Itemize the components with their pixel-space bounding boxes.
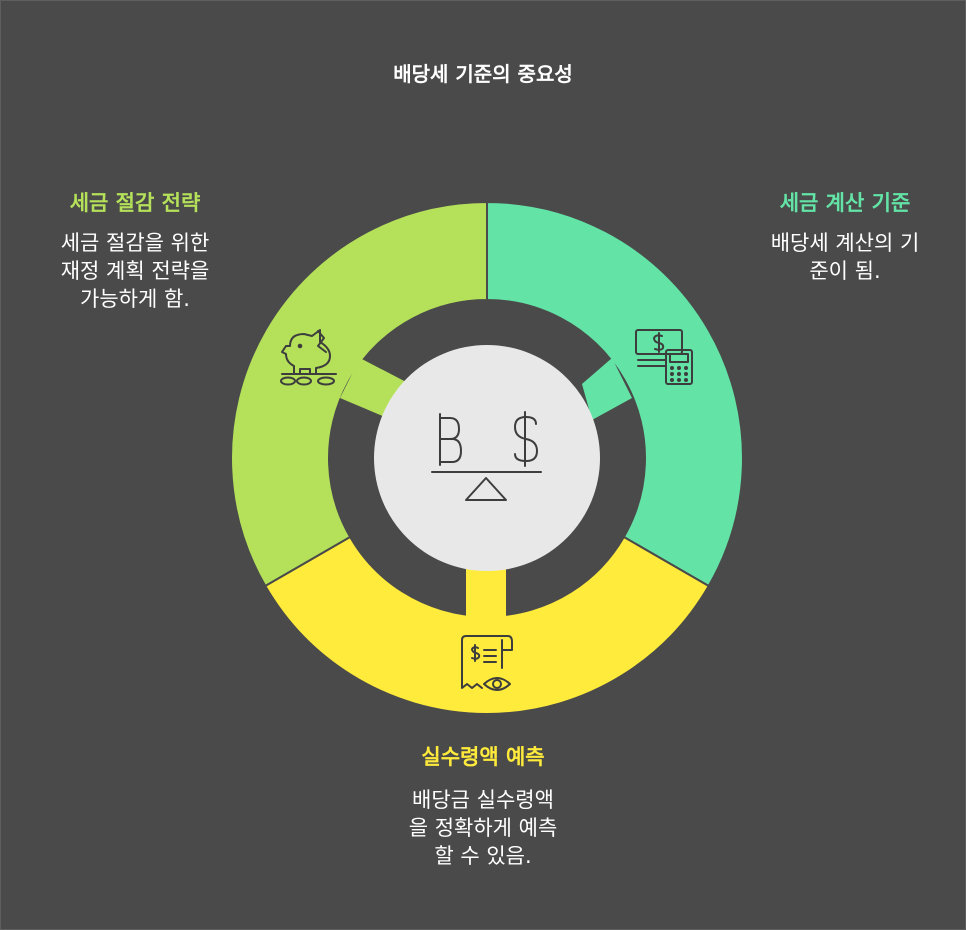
segment-title-net-income: 실수령액 예측: [421, 745, 545, 769]
segment-title-tax-saving: 세금 절감 전략: [69, 191, 201, 215]
connector-right: [582, 358, 632, 420]
receipt-eye-icon: [461, 635, 513, 691]
segment-title-tax-calculation: 세금 계산 기준: [779, 191, 911, 215]
piggy-bank-coins-icon: [280, 329, 337, 386]
segment-desc-tax-calculation: 배당세 계산의 기 준이 됨.: [725, 229, 965, 285]
desc-line: 배당세 계산의 기: [770, 231, 920, 255]
diagram-title: 배당세 기준의 중요성: [393, 62, 573, 86]
segment-desc-net-income: 배당금 실수령액 을 정확하게 예측 할 수 있음.: [373, 786, 593, 870]
desc-line: 을 정확하게 예측: [408, 816, 558, 840]
segment-desc-tax-saving: 세금 절감을 위한 재정 계획 전략을 가능하게 함.: [20, 229, 250, 313]
money-calculator-icon: [635, 329, 693, 385]
desc-line: 세금 절감을 위한: [60, 231, 210, 255]
ring-segment-tax-calculation: [486, 200, 744, 588]
desc-line: 가능하게 함.: [80, 287, 190, 311]
desc-line: 할 수 있음.: [434, 844, 532, 868]
ring-segment-net-income: [263, 535, 711, 715]
desc-line: 배당금 실수령액: [412, 788, 554, 812]
desc-line: 준이 됨.: [809, 259, 881, 283]
desc-line: 재정 계획 전략을: [60, 259, 210, 283]
bitcoin-dollar-balance-icon: [431, 411, 542, 501]
ring-segment-tax-saving: [230, 200, 488, 588]
center-circle: [374, 345, 600, 571]
